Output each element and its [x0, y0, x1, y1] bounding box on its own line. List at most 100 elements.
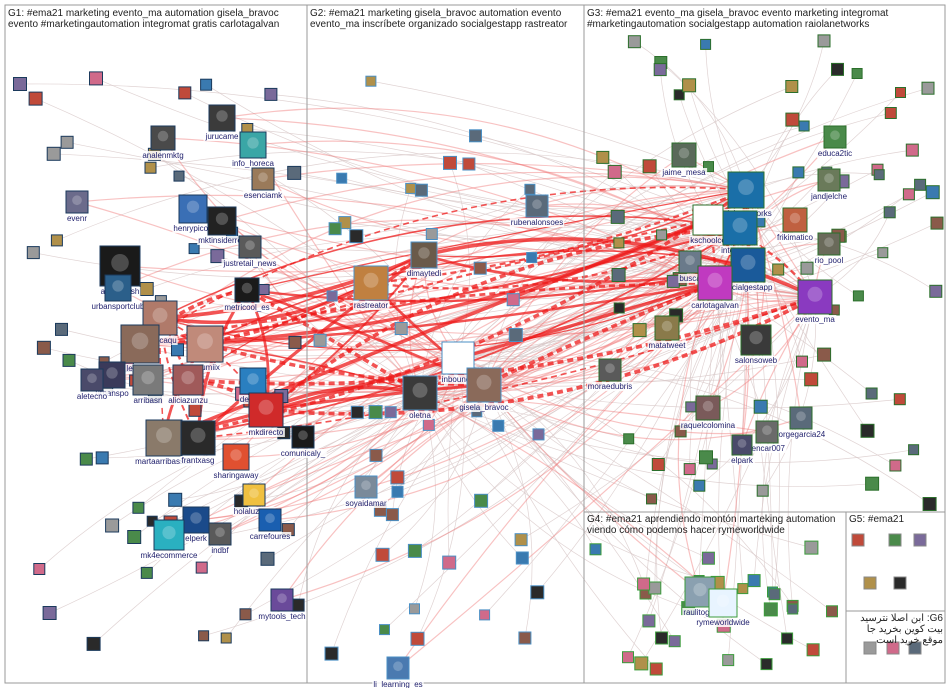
minor-node: [622, 651, 634, 664]
minor-node: [908, 641, 922, 655]
node-frikimatico[interactable]: frikimatico: [775, 207, 815, 242]
node-arribasn[interactable]: arribasn: [132, 364, 164, 405]
node-salonsoweb[interactable]: salonsoweb: [733, 324, 779, 365]
node-henrypicon[interactable]: henrypicon: [172, 194, 214, 233]
node-rencar007[interactable]: rencar007: [747, 420, 787, 453]
node-kschoolco[interactable]: kschoolco: [689, 204, 728, 245]
node-evento-ma[interactable]: evento_ma: [794, 279, 837, 324]
minor-node: [140, 566, 153, 579]
node-jurucame[interactable]: jurucame: [203, 104, 240, 141]
node-avatar: [598, 358, 622, 382]
node-elpark[interactable]: elpark: [730, 434, 755, 465]
node-urbansportclub[interactable]: urbansportclub: [90, 274, 147, 311]
node-jaime-mesa[interactable]: jaime_mesa: [660, 142, 708, 177]
node-avatar: [817, 168, 841, 192]
node-jandjelche[interactable]: jandjelche: [808, 168, 849, 201]
node-educa2tic[interactable]: educa2tic: [816, 125, 854, 158]
minor-node: [390, 470, 405, 485]
node-label-background: [816, 149, 854, 158]
node-matatweet[interactable]: matatweet: [647, 315, 688, 350]
faint-edge: [714, 282, 872, 394]
minor-node: [893, 576, 907, 590]
node-elperk[interactable]: elperk: [182, 506, 210, 543]
node-inboundc[interactable]: inboundc: [440, 341, 476, 384]
node-label: mytools_tech: [258, 612, 305, 621]
strong-edge: [204, 281, 716, 346]
node-info-horeca[interactable]: info_horeca: [231, 131, 276, 168]
node-mkdirecto[interactable]: mkdirecto: [247, 392, 285, 437]
node-avatar-glyph: [87, 373, 97, 384]
node-mytools-tech[interactable]: mytools_tech: [257, 588, 307, 621]
node-busca[interactable]: busca: [678, 250, 703, 283]
node-martaarribassan[interactable]: martaarribassan: [134, 419, 194, 466]
node-rio-pool[interactable]: rio_pool: [813, 232, 845, 265]
minor-node: [50, 234, 63, 247]
minor-node: [804, 540, 819, 555]
minor-node: [693, 479, 706, 492]
minor-node: [479, 609, 491, 621]
minor-node: [886, 641, 900, 655]
node-avatar-glyph: [824, 237, 834, 248]
node-label: kschoolco: [690, 236, 726, 245]
node-label-background: [189, 363, 221, 372]
minor-node: [368, 405, 383, 420]
node-label: natumiix: [190, 363, 220, 372]
node-socialgestapp[interactable]: socialgestapp: [722, 247, 775, 292]
medium-edge: [419, 392, 724, 604]
node-rastreator[interactable]: rastreator: [352, 265, 390, 310]
node-natumiix[interactable]: natumiix: [186, 325, 224, 372]
node-indbf[interactable]: indbf: [208, 522, 232, 555]
node-label: elperk: [185, 534, 208, 543]
medium-edge: [187, 379, 485, 415]
node-evenr[interactable]: evenr: [65, 190, 89, 223]
node-mktinsiderrev[interactable]: mktinsiderrev: [197, 206, 247, 245]
node-oletna[interactable]: oletna: [402, 375, 438, 420]
node-analenmktg[interactable]: analenmktg: [141, 125, 185, 160]
minor-node: [60, 135, 74, 149]
faint-edge: [419, 125, 805, 394]
node-moraedubris[interactable]: moraedubris: [586, 358, 634, 391]
node-avatar: [270, 588, 294, 612]
node-jorgegarcia24[interactable]: jorgegarcia24: [774, 406, 827, 439]
node-li-learning-es[interactable]: li_learning_es: [372, 656, 424, 688]
node-dimaytedi[interactable]: dimaytedi: [405, 241, 443, 278]
medium-edge: [221, 107, 741, 229]
minor-node: [930, 216, 944, 230]
minor-node: [646, 493, 657, 505]
node-gisela-bravoc[interactable]: gisela_bravoc: [458, 367, 510, 412]
node-justretail-news[interactable]: justretail_news: [221, 235, 278, 268]
minor-node: [198, 630, 210, 642]
minor-node: [13, 77, 27, 91]
node-rymeworldwide[interactable]: rymeworldwide: [695, 588, 752, 627]
node-frantxasg[interactable]: frantxasg: [180, 420, 216, 465]
node-raquelcolomina[interactable]: raquelcolomina: [679, 395, 737, 430]
node-avatar-glyph: [740, 254, 756, 270]
node-mk4ecommerce[interactable]: mk4ecommerce: [139, 519, 199, 560]
faint-edge: [419, 86, 792, 394]
node-holaluzcom[interactable]: holaluzcom: [232, 483, 276, 516]
strong-edge: [163, 218, 709, 440]
minor-node: [168, 492, 183, 507]
node-label-background: [75, 392, 109, 401]
node-esenciamk[interactable]: esenciamk: [242, 167, 285, 200]
node-rubenalonsoes[interactable]: rubenalonsoes: [509, 194, 565, 227]
node-aliciazunzu[interactable]: aliciazunzu: [167, 364, 209, 405]
faint-edge: [457, 356, 896, 466]
faint-edge: [739, 227, 936, 292]
medium-edge: [262, 178, 741, 251]
faint-edge: [457, 222, 938, 359]
node-aletecno[interactable]: aletecno: [75, 368, 109, 401]
minor-node: [902, 188, 915, 201]
medium-edge: [397, 264, 749, 669]
node-label: educa2tic: [818, 149, 852, 158]
node-avatar-glyph: [186, 200, 200, 213]
minor-node: [756, 484, 769, 497]
node-comunicaly-[interactable]: comunicaly_: [279, 425, 327, 458]
node-carlotagalvan[interactable]: carlotagalvan: [690, 265, 740, 310]
node-soyaidamar[interactable]: soyaidamar: [344, 475, 389, 508]
node-carrefoures[interactable]: carrefoures: [248, 508, 292, 541]
node-avatar-glyph: [197, 333, 213, 350]
node-sharingaway[interactable]: sharingaway: [212, 443, 260, 480]
node-metricool-es[interactable]: metricool_es: [223, 277, 271, 312]
node-avatar-glyph: [393, 661, 403, 672]
